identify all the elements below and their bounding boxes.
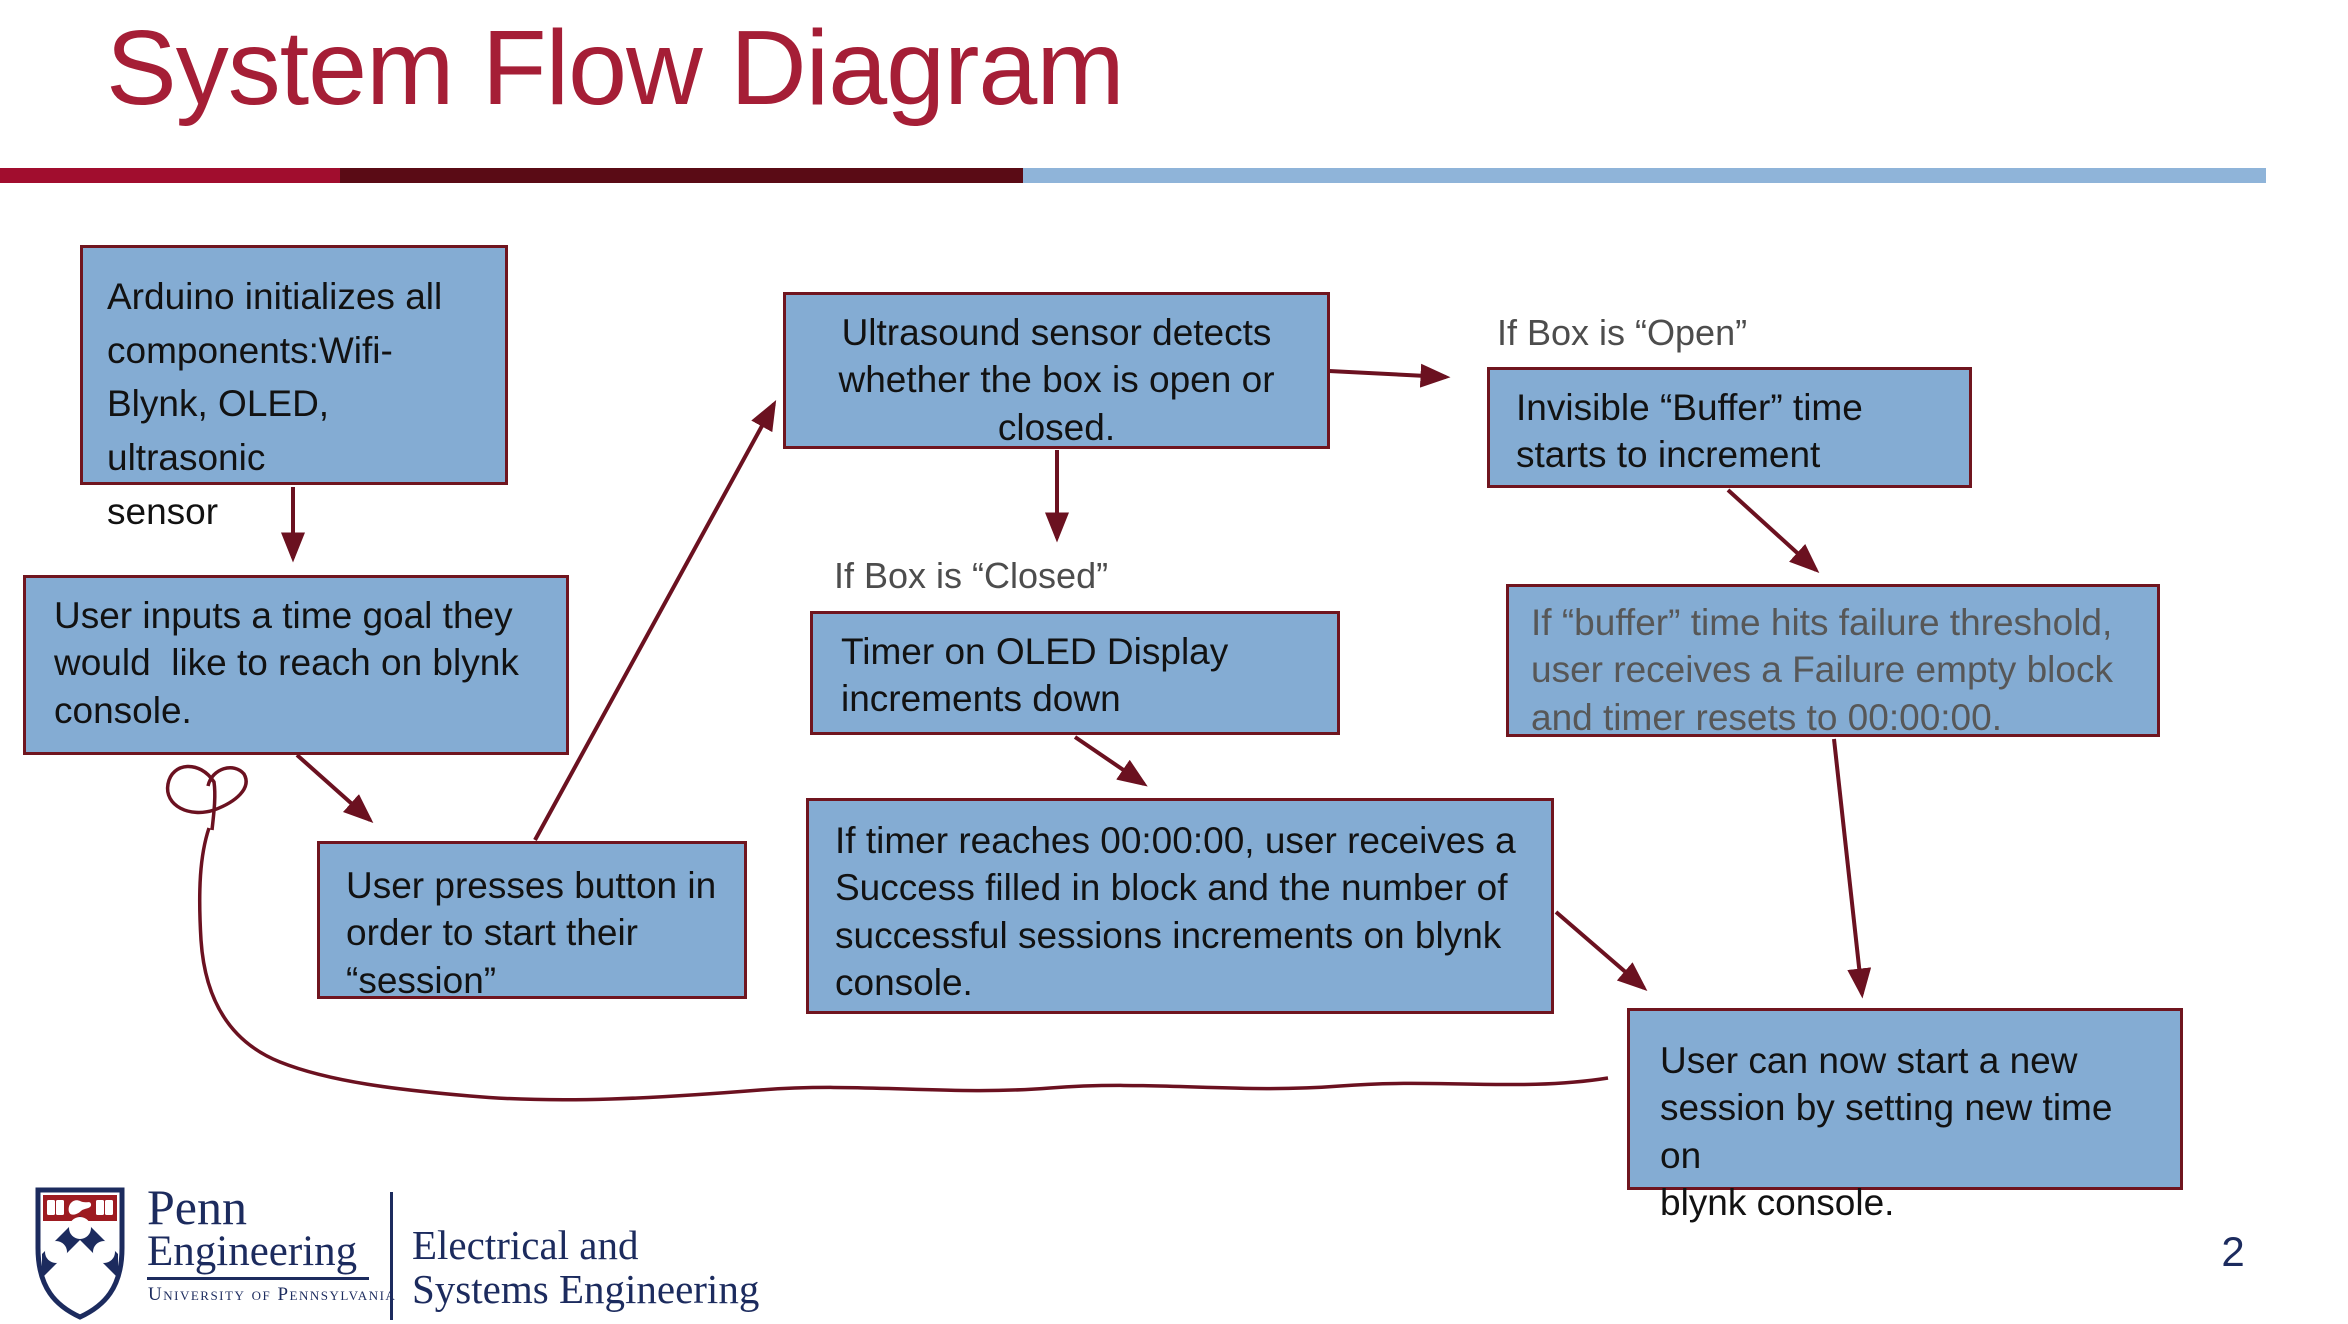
flow-box-buffer-increment: Invisible “Buffer” time starts to increm… xyxy=(1487,367,1972,488)
arrow-success-to-newsession xyxy=(1554,910,1648,991)
page-number: 2 xyxy=(2221,1228,2245,1275)
flow-box-failure-threshold: If “buffer” time hits failure threshold,… xyxy=(1506,584,2160,738)
arrow-ultrasound-to-buffer xyxy=(1328,363,1451,388)
footer-divider xyxy=(390,1192,393,1320)
bar-segment-crimson xyxy=(0,168,340,183)
flow-box-success: If timer reaches 00:00:00, user receives… xyxy=(806,798,1554,1014)
bar-segment-maroon xyxy=(340,168,1023,183)
title-underline-bar xyxy=(0,168,2348,183)
label-if-box-closed: If Box is “Closed” xyxy=(834,555,1109,596)
page-title: System Flow Diagram xyxy=(106,9,1125,127)
engineering-rule xyxy=(147,1277,369,1280)
penn-wordmark: Penn xyxy=(147,1179,247,1235)
flow-box-oled-timer: Timer on OLED Display increments down xyxy=(810,611,1340,735)
flow-box-ultrasound: Ultrasound sensor detects whether the bo… xyxy=(783,292,1330,449)
flow-box-time-goal: User inputs a time goal they would like … xyxy=(23,575,569,755)
arrow-failure-to-newsession xyxy=(1832,738,1872,999)
department-name: Electrical and Systems Engineering xyxy=(412,1222,760,1312)
arrow-pressbutton-to-ultrasound xyxy=(533,400,777,841)
arrow-buffer-to-failure xyxy=(1726,488,1820,574)
flow-box-press-button: User presses button in order to start th… xyxy=(317,841,747,1001)
engineering-wordmark: Engineering xyxy=(147,1228,358,1275)
flow-box-new-session: User can now start a new session by sett… xyxy=(1627,1008,2183,1223)
penn-engineering-footer: Penn Engineering University of Pennsylva… xyxy=(0,1180,800,1324)
label-if-box-open: If Box is “Open” xyxy=(1497,312,1748,353)
penn-shield-icon xyxy=(35,1187,125,1320)
arrow-oledtimer-to-success xyxy=(1073,735,1148,787)
department-line-1: Electrical and xyxy=(412,1222,639,1268)
arrow-timegoal-to-pressbutton xyxy=(295,753,374,823)
feedback-curl xyxy=(165,764,248,831)
bar-segment-blue xyxy=(1023,168,2266,183)
flow-box-arduino-init: Arduino initializes all components:Wifi-… xyxy=(80,245,508,532)
university-of-pennsylvania-text: University of Pennsylvania xyxy=(148,1284,397,1305)
department-line-2: Systems Engineering xyxy=(412,1265,760,1312)
